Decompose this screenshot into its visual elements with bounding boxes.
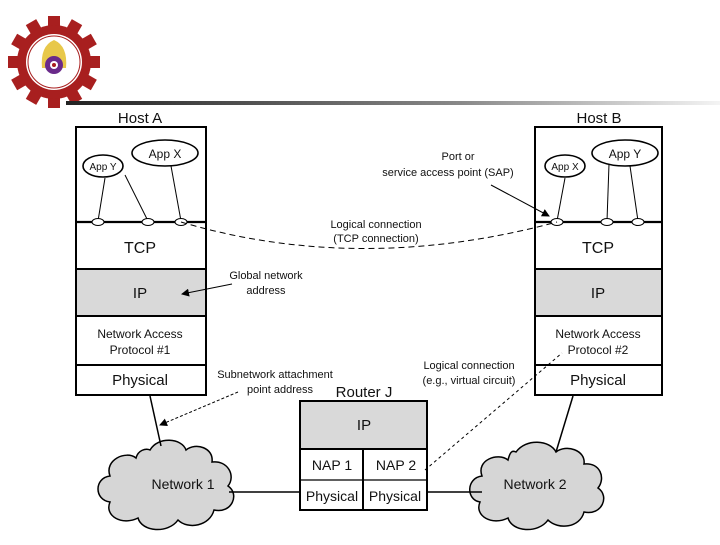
vc-annotation-line2: (e.g., virtual circuit) xyxy=(423,375,516,387)
university-gear-logo xyxy=(8,16,100,108)
app-x-sap-link xyxy=(170,165,182,222)
host-a-physical-label: Physical xyxy=(112,372,168,389)
subnet-annotation-line2: point address xyxy=(247,384,314,396)
global-address-annotation-line2: address xyxy=(246,285,286,297)
host-a-tcp-label: TCP xyxy=(124,240,156,257)
app-y-sap-link xyxy=(606,163,610,222)
router-physical1-label: Physical xyxy=(306,488,358,504)
subnet-annotation-line1: Subnetwork attachment xyxy=(217,369,333,381)
host-b: Host B App X App Y TCP IP Network Access… xyxy=(534,110,663,396)
global-address-annotation-line1: Global network xyxy=(229,270,303,282)
title-divider xyxy=(66,101,720,105)
cloud-icon xyxy=(469,441,605,531)
host-a-title: Host A xyxy=(118,110,162,127)
host-b-nap-line2: Protocol #2 xyxy=(568,343,629,357)
router-title: Router J xyxy=(336,384,393,401)
host-b-physical-label: Physical xyxy=(570,372,626,389)
app-y-bubble[interactable] xyxy=(82,154,124,178)
sap-port-icon[interactable] xyxy=(91,218,105,226)
subnet-address-arrow xyxy=(159,391,239,426)
host-a: Host A App Y App X TCP IP Network Access… xyxy=(75,110,207,396)
host-a-ip-label: IP xyxy=(133,285,147,302)
sap-port-icon[interactable] xyxy=(631,218,645,226)
app-y-sap-link xyxy=(629,165,639,222)
app-y-bubble[interactable] xyxy=(591,139,659,167)
sap-arrow xyxy=(490,184,550,217)
tcp-conn-annotation-line1: Logical connection xyxy=(330,219,421,231)
tcp-conn-annotation-line2: (TCP connection) xyxy=(333,233,418,245)
host-a-nap-line2: Protocol #1 xyxy=(110,343,171,357)
gear-icon xyxy=(8,16,100,108)
host-b-tcp-label: TCP xyxy=(582,240,614,257)
network-2-label: Network 2 xyxy=(503,476,566,492)
host-b-ip-layer xyxy=(534,268,663,317)
network-1-cloud[interactable]: Network 1 xyxy=(97,439,235,531)
global-address-arrow xyxy=(181,283,233,297)
router-ip-layer xyxy=(299,400,428,450)
sap-annotation-line2: service access point (SAP) xyxy=(382,167,513,179)
vc-annotation-line1: Logical connection xyxy=(423,360,514,372)
host-b-ip-label: IP xyxy=(591,285,605,302)
app-y-sap-link xyxy=(97,177,106,222)
app-x-sap-link xyxy=(556,177,566,222)
app-x-label: App X xyxy=(149,147,182,161)
host-a-nap-line1: Network Access xyxy=(97,327,182,341)
network-2-cloud[interactable]: Network 2 xyxy=(469,441,605,531)
host-a-network-link xyxy=(149,395,162,447)
app-y-sap-link xyxy=(124,174,149,222)
host-b-network-link xyxy=(555,395,574,453)
router-j: Router J IP NAP 1 NAP 2 Physical Physica… xyxy=(299,384,428,511)
cloud-icon xyxy=(97,439,235,531)
host-b-title: Host B xyxy=(576,110,621,127)
app-x-bubble[interactable] xyxy=(544,154,586,178)
router-nap2-label: NAP 2 xyxy=(376,457,416,473)
network-1-label: Network 1 xyxy=(151,476,214,492)
router-physical2-label: Physical xyxy=(369,488,421,504)
router-ip-label: IP xyxy=(357,417,371,434)
app-x-bubble[interactable] xyxy=(131,139,199,167)
app-y-label: App Y xyxy=(609,147,641,161)
sap-port-icon[interactable] xyxy=(141,218,155,226)
sap-annotation-line1: Port or xyxy=(441,151,474,163)
sap-port-icon[interactable] xyxy=(600,218,614,226)
app-y-label: App Y xyxy=(89,162,116,173)
virtual-circuit-connection xyxy=(424,352,563,471)
router-nap1-label: NAP 1 xyxy=(312,457,352,473)
host-b-nap-line1: Network Access xyxy=(555,327,640,341)
app-x-label: App X xyxy=(551,162,579,173)
host-a-ip-layer xyxy=(75,268,207,317)
